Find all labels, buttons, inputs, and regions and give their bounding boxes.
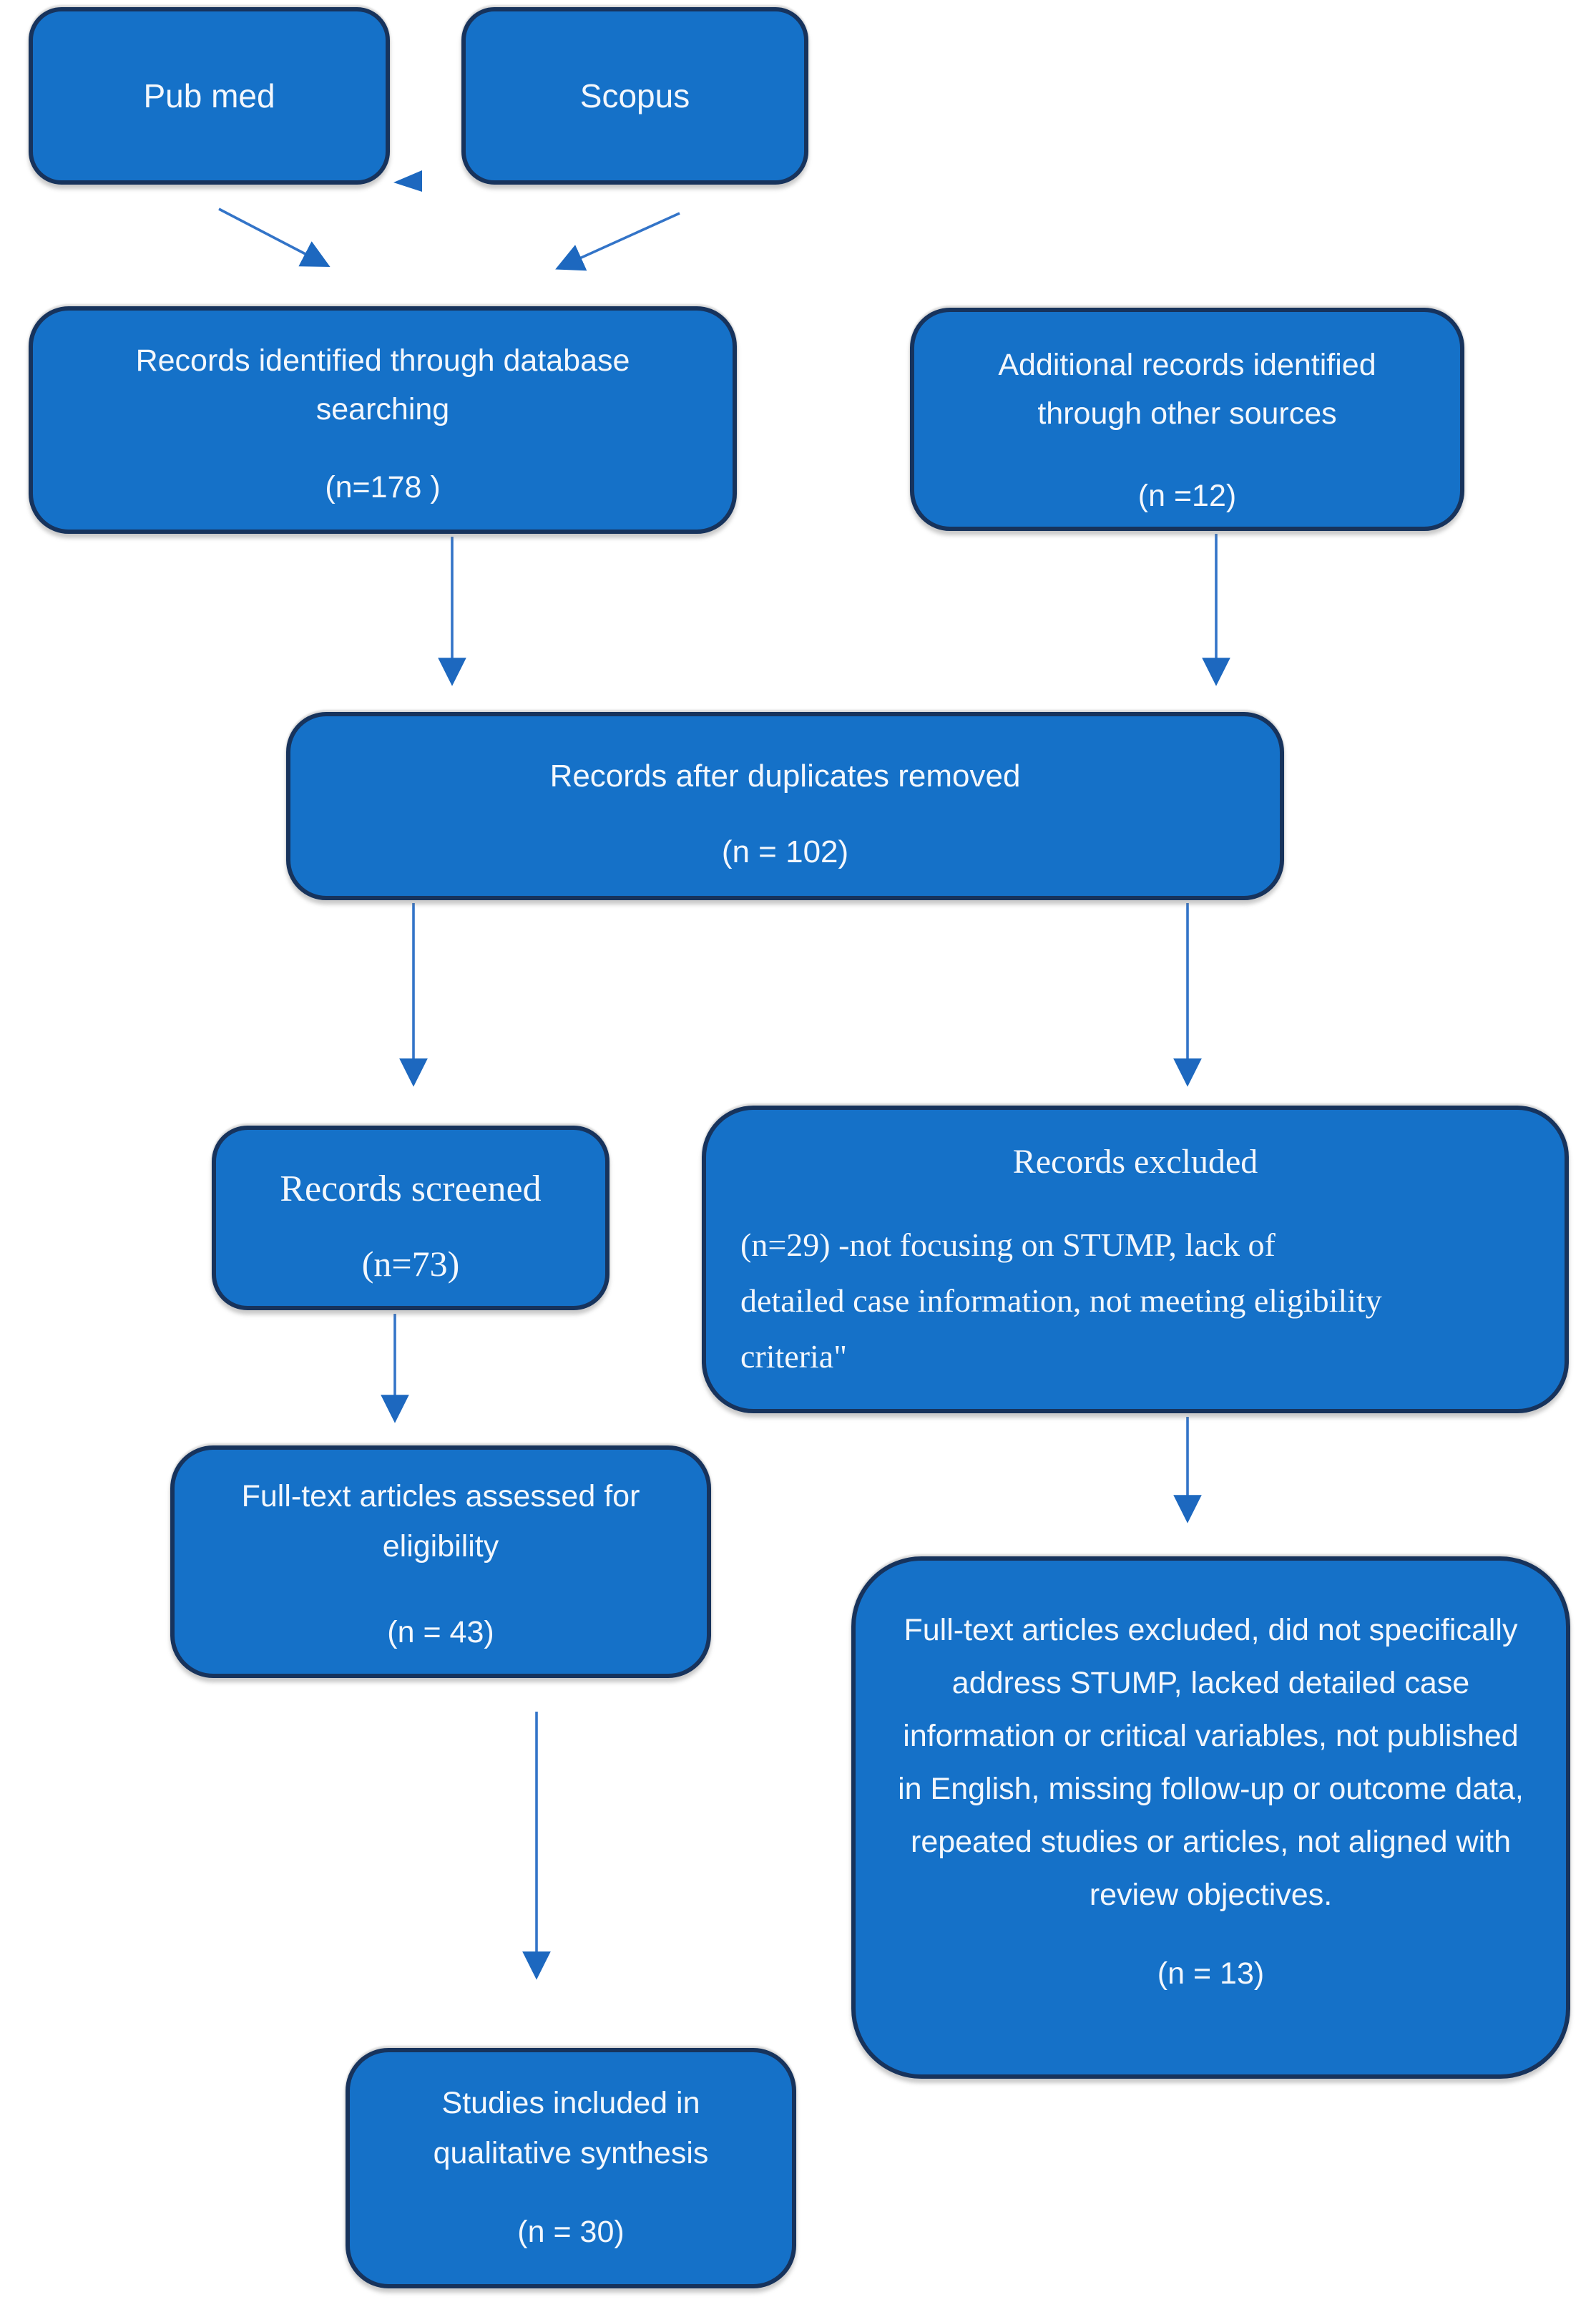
node-fulltext-assessed-title: Full-text articles assessed for eligibil… [241, 1479, 640, 1564]
node-records-excluded: Records excluded (n=29) -not focusing on… [702, 1106, 1569, 1413]
arrow-scopus-to-identified [555, 212, 680, 271]
node-pubmed: Pub med [29, 7, 390, 185]
node-fulltext-assessed: Full-text articles assessed for eligibil… [170, 1445, 711, 1678]
node-duplicates-removed: Records after duplicates removed (n = 10… [286, 712, 1284, 900]
node-scopus-label: Scopus [579, 77, 690, 114]
node-studies-included-title: Studies included in qualitative synthesi… [433, 2086, 709, 2170]
node-duplicates-removed-title: Records after duplicates removed [549, 759, 1021, 794]
node-records-identified-count: (n=178 ) [325, 470, 441, 504]
node-additional-records: Additional records identified through ot… [910, 308, 1464, 531]
node-records-screened-count: (n=73) [361, 1244, 460, 1284]
node-pubmed-label: Pub med [143, 77, 275, 114]
node-studies-included: Studies included in qualitative synthesi… [346, 2048, 796, 2288]
node-records-excluded-title: Records excluded [1012, 1143, 1258, 1181]
node-duplicates-removed-count: (n = 102) [721, 834, 849, 869]
node-records-excluded-body: (n=29) -not focusing on STUMP, lack of d… [740, 1226, 1382, 1375]
node-records-identified-title: Records identified through database sear… [135, 343, 630, 426]
node-fulltext-excluded-count: (n = 13) [1157, 1956, 1265, 1991]
node-records-identified: Records identified through database sear… [29, 306, 737, 534]
node-records-screened: Records screened (n=73) [212, 1126, 609, 1310]
node-scopus: Scopus [461, 7, 808, 185]
node-studies-included-count: (n = 30) [517, 2215, 625, 2249]
node-additional-records-count: (n =12) [1137, 479, 1237, 513]
arrow-pubmed-to-identified [218, 208, 331, 267]
node-fulltext-excluded: Full-text articles excluded, did not spe… [851, 1556, 1570, 2079]
node-additional-records-title: Additional records identified through ot… [998, 348, 1376, 431]
node-records-screened-title: Records screened [280, 1169, 542, 1209]
arrowhead-artifact-icon [393, 170, 422, 192]
node-fulltext-assessed-count: (n = 43) [387, 1615, 494, 1649]
node-fulltext-excluded-body: Full-text articles excluded, did not spe… [898, 1613, 1524, 1912]
